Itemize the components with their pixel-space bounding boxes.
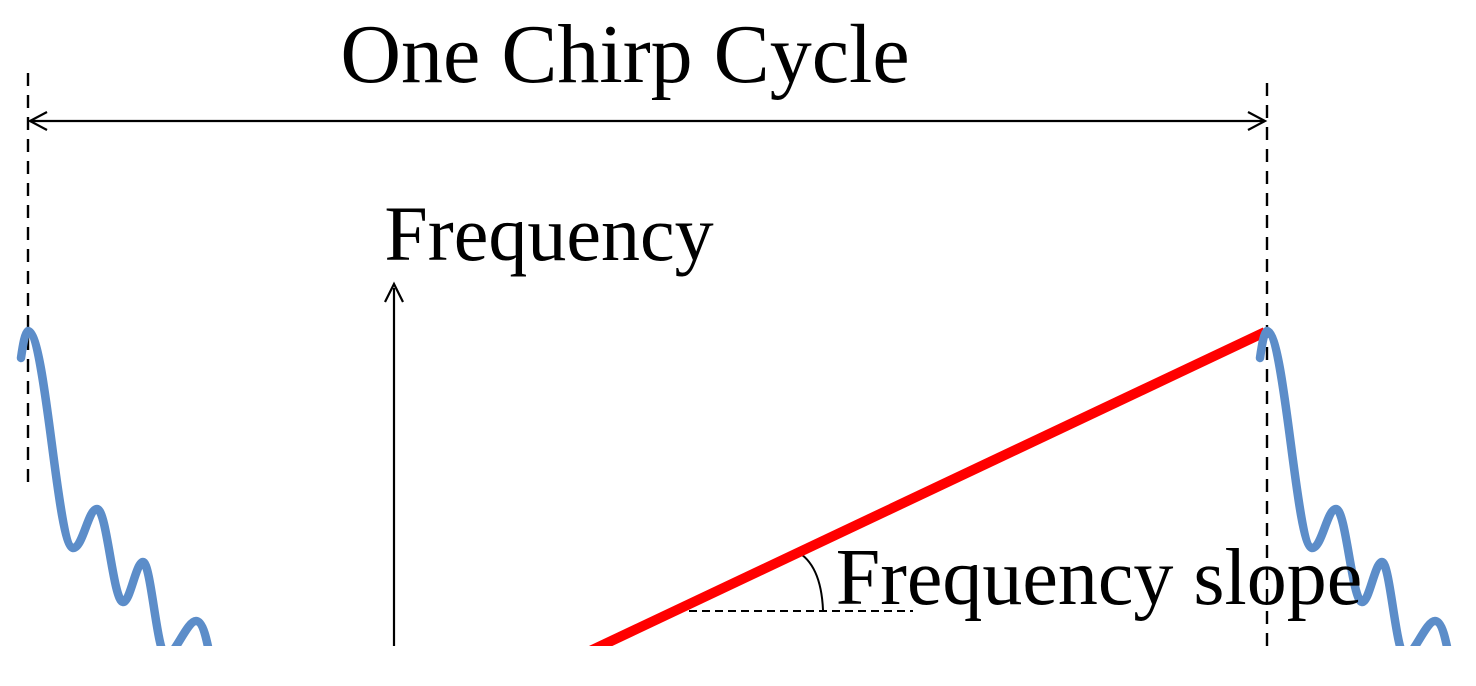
span-arrowhead-right-icon (1247, 111, 1268, 131)
chirp-ramp-line (588, 327, 1268, 646)
span-arrowhead-left-icon (27, 111, 48, 131)
sinc-wave-left (21, 331, 211, 662)
frequency-slope-label: Frequency slope (835, 534, 1363, 622)
diagram-title: One Chirp Cycle (340, 8, 910, 101)
slope-angle-arc (795, 550, 824, 611)
frequency-axis-label: Frequency (384, 190, 714, 277)
frequency-axis-arrowhead-icon (384, 281, 404, 303)
